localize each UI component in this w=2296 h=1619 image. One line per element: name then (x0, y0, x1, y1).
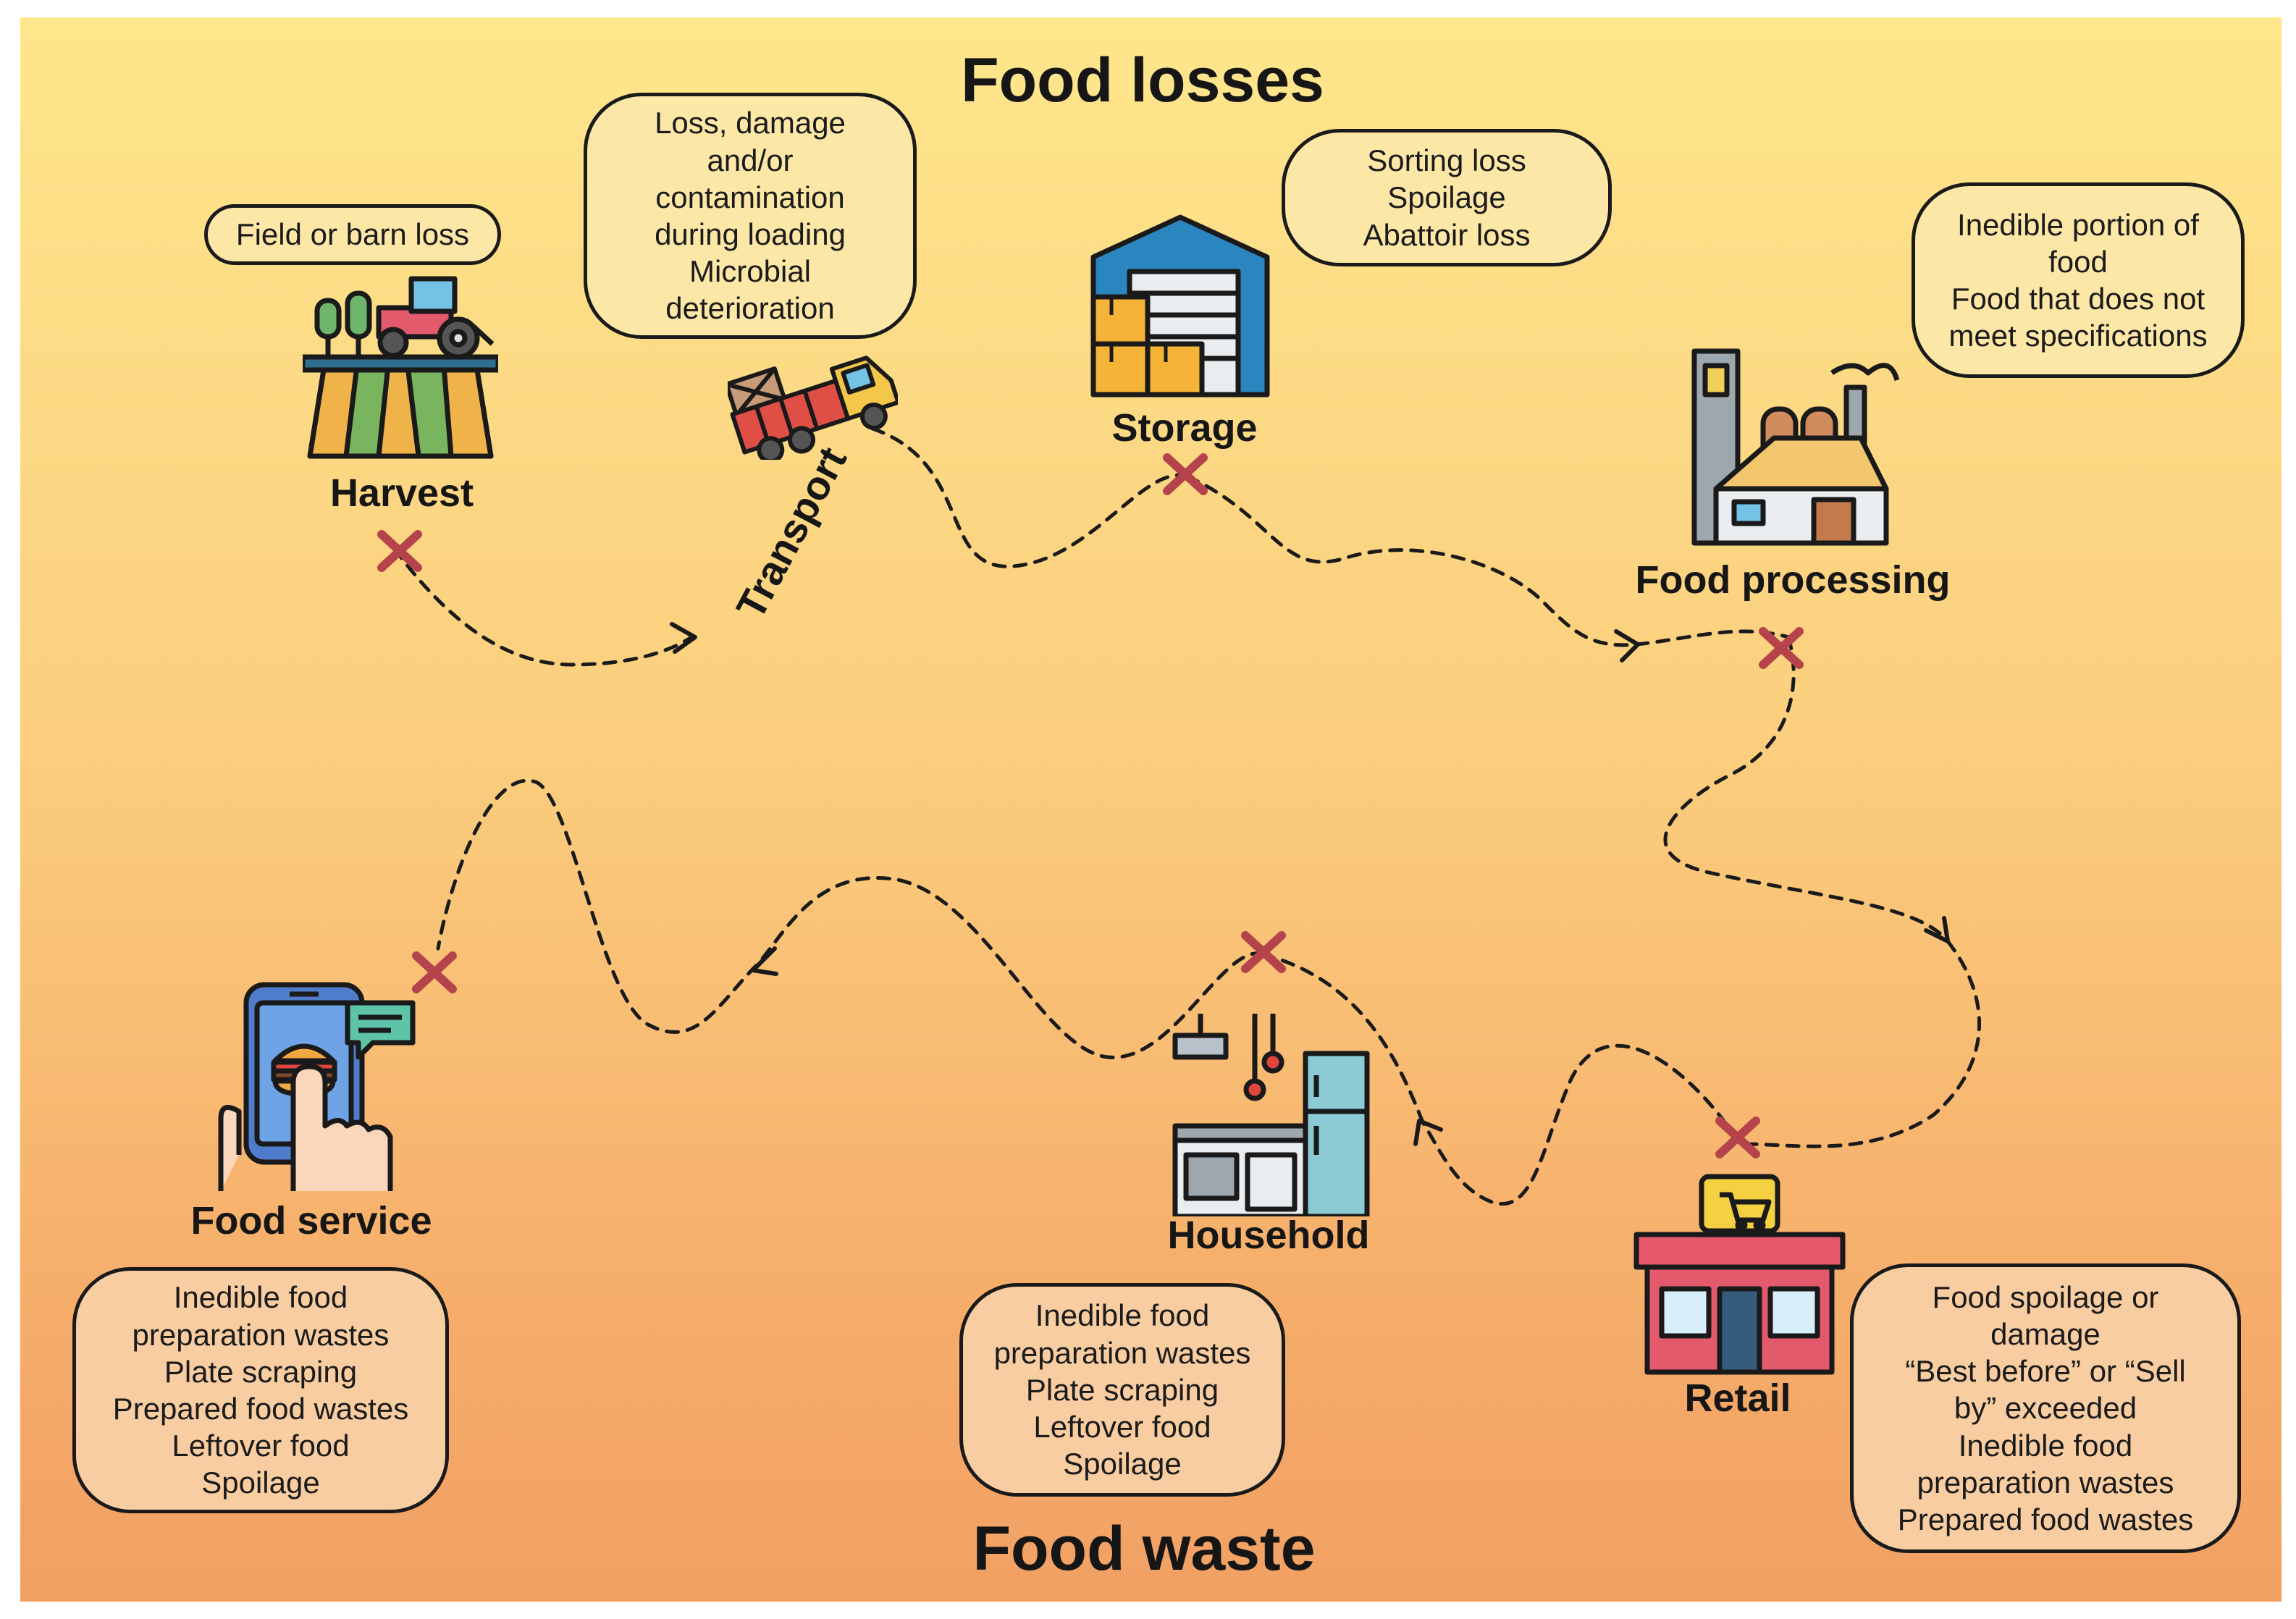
arrow-to-foodservice (751, 946, 778, 976)
loss-marker-household (1241, 931, 1286, 973)
arrow-down-to-retail (1924, 916, 1950, 943)
heading-food-waste: Food waste (972, 1514, 1316, 1584)
note-line: food (2048, 244, 2108, 279)
note-line: by” exceeded (1954, 1391, 2137, 1426)
path-storage-processing (1185, 474, 1791, 647)
warehouse-icon (1090, 214, 1270, 398)
note-line: Inedible food (1958, 1428, 2133, 1463)
path-harvest-transport (392, 547, 694, 667)
note-line: Prepared food wastes (112, 1392, 409, 1426)
stage-label-food-service: Food service (190, 1199, 432, 1242)
loss-marker-food-service (412, 951, 457, 993)
arrow-to-transport (670, 622, 697, 654)
note-line: Abattoir loss (1363, 217, 1531, 252)
note-line: contamination (655, 180, 845, 214)
path-processing-retail (1663, 635, 1950, 943)
kitchen-icon (1172, 1014, 1370, 1216)
truck-icon (728, 356, 898, 460)
arrow-to-processing (1614, 629, 1640, 663)
note-line: Food that does not (1951, 282, 2205, 316)
note-line: Plate scraping (1025, 1372, 1219, 1407)
tractor-field-icon (303, 276, 498, 459)
note-line: Inedible portion of (1957, 207, 2199, 242)
stage-label-transport: Transport (727, 440, 855, 626)
stage-label-household: Household (1167, 1214, 1370, 1257)
shop-icon (1633, 1174, 1846, 1375)
note-line: Spoilage (1387, 180, 1506, 215)
heading-food-losses: Food losses (961, 46, 1324, 115)
factory-icon (1691, 348, 1900, 546)
note-line: deterioration (665, 291, 835, 326)
stage-label-harvest: Harvest (329, 471, 474, 515)
path-household-marker (1271, 955, 1425, 1124)
note-line: Spoilage (1063, 1447, 1182, 1481)
note-line: Loss, damage (655, 106, 846, 140)
loss-marker-retail (1715, 1117, 1760, 1158)
note-line: and/or (707, 143, 794, 177)
note-bubble-harvest: Field or barn loss (204, 204, 501, 265)
arrow-to-household (1413, 1119, 1443, 1146)
path-retail-household (1421, 1043, 1740, 1206)
note-line: during loading (655, 217, 846, 251)
note-line: preparation wastes (132, 1317, 390, 1352)
loss-marker-processing (1759, 627, 1804, 669)
note-line: Leftover food (172, 1429, 350, 1463)
note-line: Microbial (689, 254, 812, 289)
path-household-foodservice (436, 778, 1266, 1059)
note-line: Prepared food wastes (1897, 1502, 2194, 1537)
note-line: Spoilage (201, 1465, 320, 1500)
note-line: damage (1990, 1316, 2101, 1351)
note-line: “Best before” or “Sell (1905, 1354, 2186, 1389)
path-retail-curve (1743, 939, 1982, 1148)
note-line: preparation wastes (1917, 1465, 2174, 1500)
loss-marker-harvest (377, 530, 422, 572)
loss-marker-storage (1163, 453, 1208, 495)
stage-label-storage: Storage (1111, 406, 1258, 450)
note-line: meet specifications (1948, 319, 2208, 353)
note-line: Leftover food (1033, 1410, 1211, 1445)
stage-label-retail: Retail (1684, 1376, 1791, 1420)
stage-label-food-processing: Food processing (1635, 558, 1951, 602)
note-line: Field or barn loss (235, 217, 470, 252)
note-line: Inedible food (1035, 1298, 1210, 1333)
note-line: Sorting loss (1367, 143, 1526, 178)
note-text-harvest: Field or barn loss (236, 216, 469, 253)
note-line: Plate scraping (164, 1354, 358, 1389)
note-line: Food spoilage or (1932, 1279, 2159, 1314)
note-line: Inedible food (173, 1280, 348, 1315)
food-delivery-app-icon (218, 982, 416, 1191)
path-transport-storage (870, 426, 1190, 568)
note-line: preparation wastes (993, 1335, 1251, 1370)
